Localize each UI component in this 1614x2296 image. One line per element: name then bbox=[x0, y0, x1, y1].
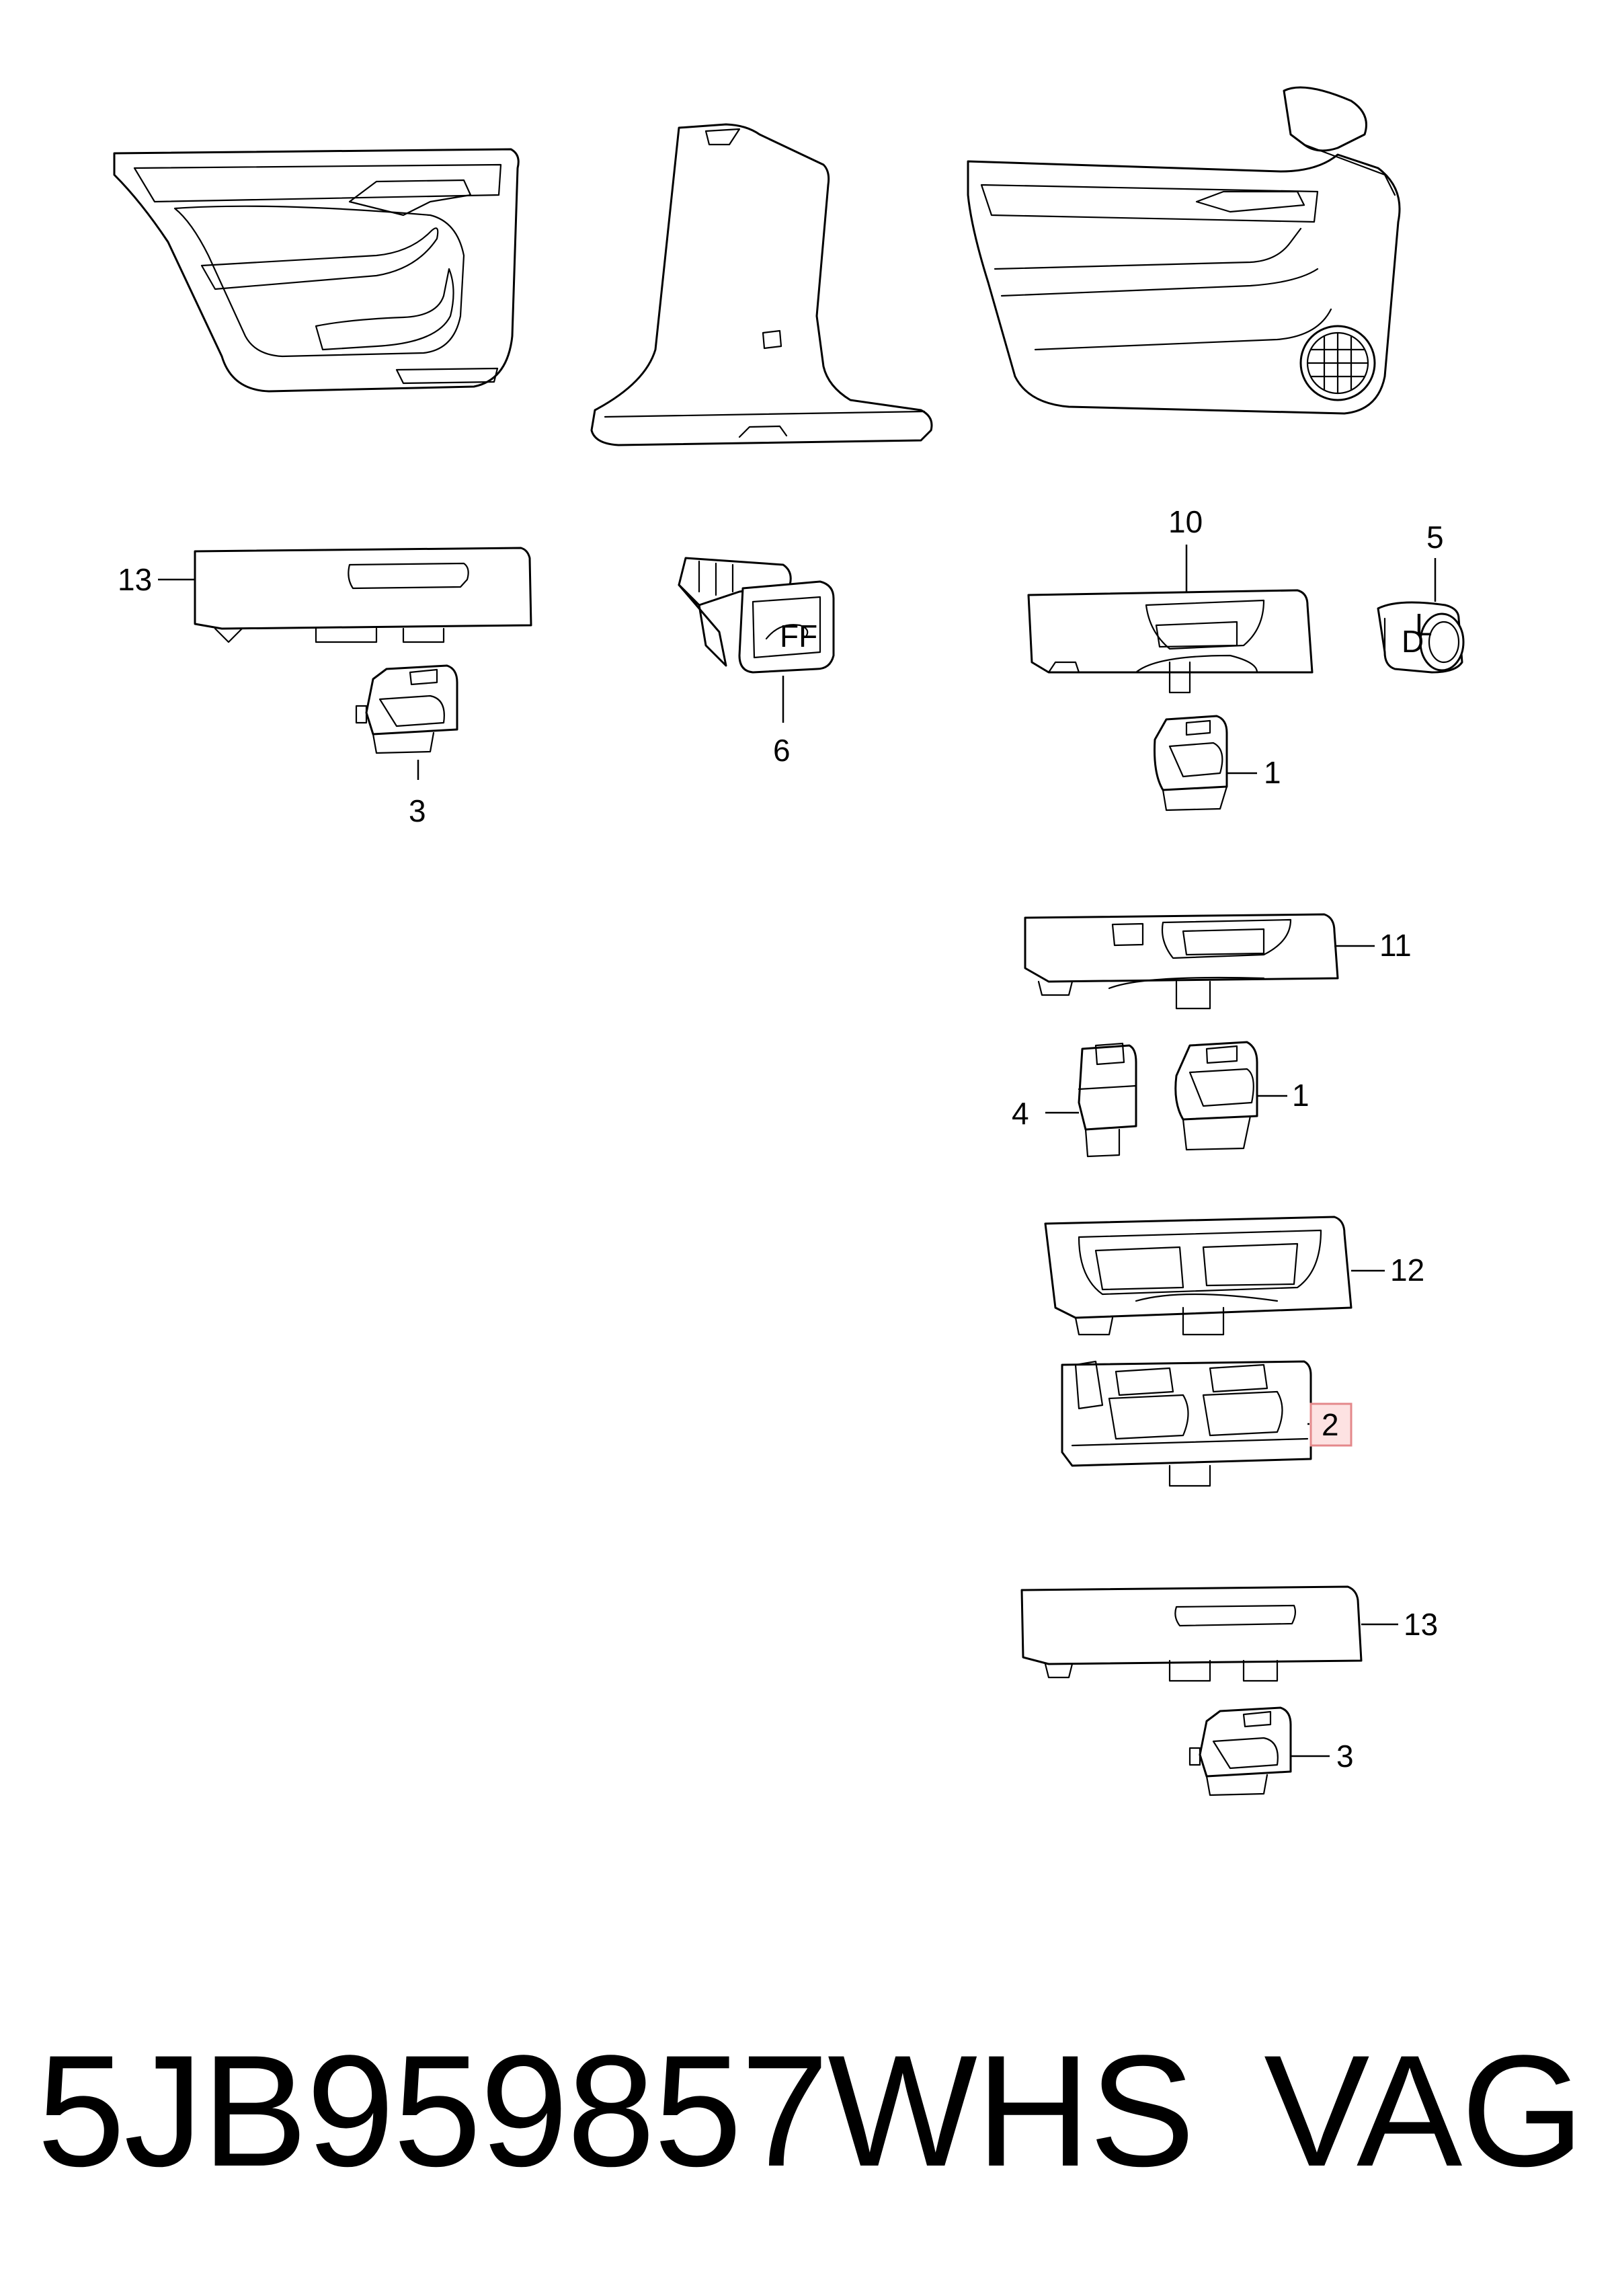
front-door-panel bbox=[967, 86, 1401, 415]
callout-3-left: 3 bbox=[409, 793, 426, 828]
brand-name: VAG bbox=[1264, 2022, 1584, 2200]
callout-13-right: 13 bbox=[1404, 1607, 1438, 1642]
callout-6: 6 bbox=[773, 733, 791, 768]
part-number: 5JB959857WHS bbox=[37, 2022, 1195, 2200]
callout-12: 12 bbox=[1390, 1253, 1424, 1288]
callout-labels: 13 3 6 10 5 1 11 4 1 12 2 13 3 bbox=[118, 504, 1444, 1774]
rear-door-panel bbox=[113, 148, 520, 393]
callout-10: 10 bbox=[1168, 504, 1203, 539]
switch-block-2 bbox=[1061, 1360, 1312, 1487]
callout-4: 4 bbox=[1012, 1096, 1029, 1131]
callout-13-left: 13 bbox=[118, 562, 152, 597]
switch-1-lower bbox=[1174, 1041, 1258, 1151]
trim-cover-11 bbox=[1024, 913, 1339, 1010]
callout-3-right: 3 bbox=[1336, 1739, 1354, 1774]
switch-3-right bbox=[1188, 1706, 1292, 1796]
switch-3-left bbox=[355, 664, 458, 754]
svg-text:D: D bbox=[1402, 624, 1424, 659]
svg-text:FF: FF bbox=[780, 619, 817, 654]
leader-lines bbox=[158, 545, 1437, 1757]
callout-1-lower: 1 bbox=[1292, 1078, 1309, 1113]
boot-release-switch-6: FF bbox=[678, 557, 835, 674]
mirror-knob-5: D L bbox=[1377, 601, 1465, 674]
trim-cover-13-right bbox=[1020, 1585, 1363, 1682]
b-pillar-trim bbox=[590, 123, 933, 446]
trim-cover-12 bbox=[1044, 1216, 1353, 1336]
switch-4 bbox=[1078, 1042, 1137, 1158]
caption: 5JB959857WHS VAG bbox=[37, 2010, 1584, 2212]
highlight-box bbox=[1309, 1402, 1353, 1447]
callout-1-upper: 1 bbox=[1264, 755, 1281, 790]
callout-11: 11 bbox=[1379, 928, 1412, 963]
switch-1-upper bbox=[1154, 715, 1228, 811]
trim-cover-10 bbox=[1027, 589, 1314, 694]
trim-cover-13-left bbox=[194, 547, 532, 643]
callout-2: 2 bbox=[1322, 1407, 1339, 1442]
svg-text:L: L bbox=[1415, 607, 1433, 642]
callout-5: 5 bbox=[1426, 520, 1444, 555]
